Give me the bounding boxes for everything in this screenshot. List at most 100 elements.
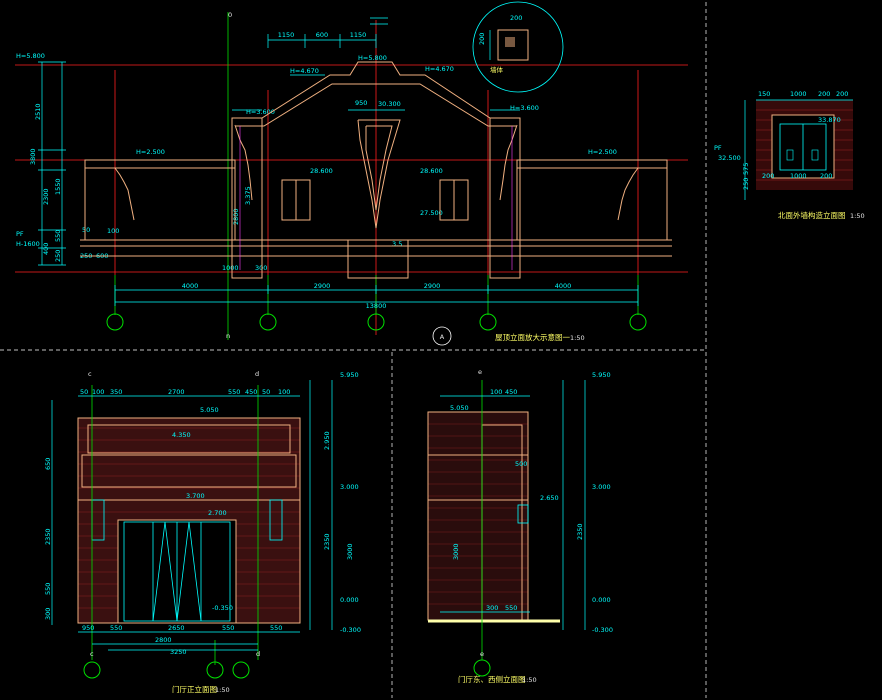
side-dim-3: 2350 xyxy=(576,523,584,540)
front-right-dim-1: 2.950 xyxy=(323,431,331,450)
span-dim-2: 2900 xyxy=(314,282,331,290)
level-label-4: H=5.800 xyxy=(358,54,387,62)
side-elevation-scale: 1:50 xyxy=(522,676,537,684)
total-span-dim: 13800 xyxy=(366,302,387,310)
level-label-6: H=3.600 xyxy=(510,104,539,112)
axis-top-label: 0 xyxy=(228,11,232,19)
front-top-dim-6: 450 xyxy=(245,388,257,396)
side-axis-top: e xyxy=(478,368,482,376)
span-dim-1: 4000 xyxy=(182,282,199,290)
front-elevation-title: 门厅正立面图 xyxy=(172,684,217,694)
front-width-4: 2.700 xyxy=(208,509,227,517)
side-dim-4: 200 xyxy=(836,90,848,98)
side-panel-scale: 1:50 xyxy=(850,212,865,220)
left-dim-2: 3800 xyxy=(29,148,37,165)
inner-label-11: 100 xyxy=(107,227,119,235)
front-level-3: 0.000 xyxy=(340,596,359,604)
front-bottom-dim-6: 2800 xyxy=(155,636,172,644)
left-dim-7: 250 xyxy=(54,250,62,262)
side-axis-bottom: e xyxy=(480,650,484,658)
front-right-dim-3: 2350 xyxy=(323,533,331,550)
side-panel-title: 北面外墙构造立面图 xyxy=(778,210,846,220)
inner-label-14: 3.5 xyxy=(392,240,402,248)
front-top-dim-5: 550 xyxy=(228,388,240,396)
side-elevation-title: 门厅东、西侧立面图 xyxy=(458,674,526,684)
level-label-5: H=3.600 xyxy=(246,108,275,116)
inner-label-6: 3.375 xyxy=(244,186,252,205)
front-width-3: 3.700 xyxy=(186,492,205,500)
axis-bottom-label: n xyxy=(226,332,230,340)
pf-label: PF xyxy=(16,230,24,238)
front-width-2: 4.350 xyxy=(172,431,191,439)
side-level-2: 3.000 xyxy=(592,483,611,491)
front-right-dim-2: 3000 xyxy=(346,543,354,560)
inner-label-2: 30.300 xyxy=(378,100,401,108)
side-dim-6: 100 xyxy=(490,388,502,396)
front-top-dim-2: 100 xyxy=(92,388,104,396)
left-dim-3: 1550 xyxy=(54,178,62,195)
inner-label-5: 27.500 xyxy=(420,209,443,217)
span-dim-4: 4000 xyxy=(555,282,572,290)
inner-label-1: 950 xyxy=(355,99,367,107)
side-level-5: 2.650 xyxy=(540,494,559,502)
left-dim-6: 400 xyxy=(42,243,50,255)
detail-callout: 200 200 墙体 xyxy=(472,1,564,93)
axis-marker-a: A xyxy=(440,333,445,341)
left-dim-4: 2300 xyxy=(42,188,50,205)
side-dim-e: 575 xyxy=(742,163,750,175)
side-dim-5: 300 xyxy=(486,604,498,612)
side-dim-4: 550 xyxy=(505,604,517,612)
inner-label-4: 28.600 xyxy=(420,167,443,175)
h-label: H-1600 xyxy=(16,240,40,248)
front-top-dim-1: 50 xyxy=(80,388,88,396)
front-top-dim-4: 2700 xyxy=(168,388,185,396)
inner-label-3: 28.600 xyxy=(310,167,333,175)
front-axis-top-left: c xyxy=(88,370,92,378)
side-pf: PF xyxy=(714,144,722,152)
level-label-8: H=2.500 xyxy=(588,148,617,156)
front-top-dim-3: 350 xyxy=(110,388,122,396)
front-axis-bottom-left: c xyxy=(90,650,94,658)
side-dim-a: 33.870 xyxy=(818,116,841,124)
front-level-4: -0.300 xyxy=(340,626,361,634)
side-level-3: 0.000 xyxy=(592,596,611,604)
side-dim-2: 3000 xyxy=(452,543,460,560)
front-left-dim-4: 300 xyxy=(44,608,52,620)
side-dim-8: 500 xyxy=(515,460,527,468)
sheet-dividers xyxy=(0,2,707,698)
side-dim-c: 1000 xyxy=(790,172,807,180)
span-dim-3: 2900 xyxy=(424,282,441,290)
front-top-dim-8: 100 xyxy=(278,388,290,396)
left-dim-5: 550 xyxy=(54,230,62,242)
detail-dim: 200 xyxy=(478,33,486,45)
front-left-dim-2: 650 xyxy=(44,458,52,470)
level-label-7: H=2.500 xyxy=(136,148,165,156)
side-dim-f: 250 xyxy=(742,178,750,190)
front-level-1: 5.950 xyxy=(340,371,359,379)
side-dim-d: 200 xyxy=(820,172,832,180)
side-level-1: 5.950 xyxy=(592,371,611,379)
inner-label-12: 50 xyxy=(82,226,90,234)
side-level-4: -0.300 xyxy=(592,626,613,634)
level-label-3: H=4.670 xyxy=(425,65,454,73)
top-elevation-scale: 1:50 xyxy=(570,334,585,342)
side-panel: 150 1000 200 200 32.500 PF 33.870 200 10… xyxy=(714,90,865,220)
inner-label-9: 300 xyxy=(255,264,267,272)
front-level-2: 3.000 xyxy=(340,483,359,491)
front-elevation-scale: 1:50 xyxy=(215,686,230,694)
top-dim-1: 1150 xyxy=(278,31,295,39)
left-dim-1: 2510 xyxy=(34,103,42,120)
top-elevation-title: 屋顶立面放大示意图一 xyxy=(495,332,570,342)
top-dim-2: 600 xyxy=(316,31,328,39)
level-label-1: H=5.800 xyxy=(16,52,45,60)
level-label-2: H=4.670 xyxy=(290,67,319,75)
front-axis-top-right: d xyxy=(255,370,259,378)
detail-label: 墙体 xyxy=(490,65,504,74)
side-dim-1: 150 xyxy=(758,90,770,98)
inner-label-7: 2800 xyxy=(232,208,240,225)
front-bottom-dim-1: 950 xyxy=(82,624,94,632)
front-bottom-dim-5: 550 xyxy=(270,624,282,632)
side-level: 32.500 xyxy=(718,154,741,162)
front-top-dim-7: 50 xyxy=(262,388,270,396)
